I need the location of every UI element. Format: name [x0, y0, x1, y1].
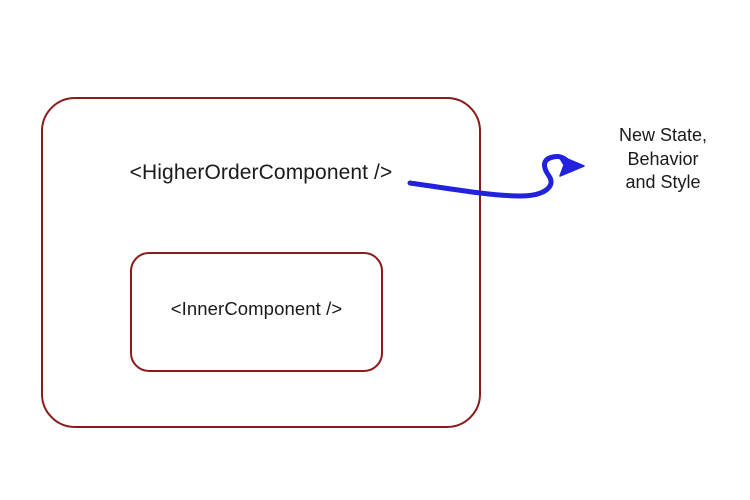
higher-order-component-label: <HigherOrderComponent />: [129, 161, 393, 184]
annotation-text: New State, Behavior and Style: [592, 124, 734, 195]
annotation-line-2: Behavior: [627, 148, 699, 169]
inner-component-label: <InnerComponent />: [170, 298, 343, 319]
annotation-line-3: and Style: [625, 172, 701, 192]
higher-order-component-box: [41, 97, 481, 428]
annotation-line-1: New State,: [618, 125, 708, 145]
inner-component-box: [130, 252, 383, 372]
